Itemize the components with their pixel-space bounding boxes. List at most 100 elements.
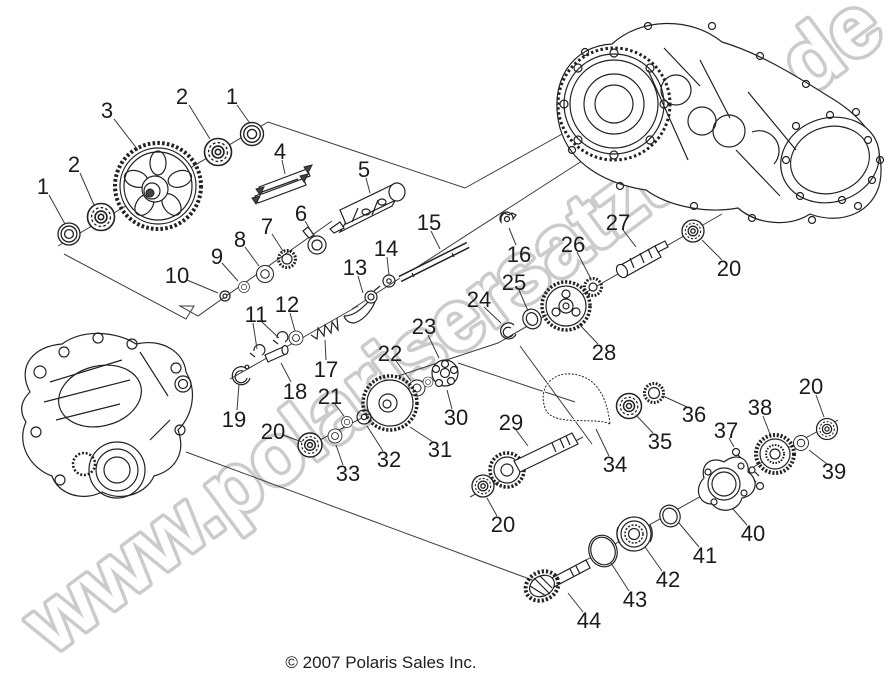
callout-label-32: 32 (377, 447, 401, 472)
leader-line-39 (808, 449, 828, 465)
callout-label-28: 28 (592, 340, 616, 365)
leader-line-18 (280, 362, 292, 383)
leader-line-43 (610, 562, 630, 592)
gearcase-cover-drawing (556, 21, 885, 225)
cover-edge-bolts (567, 21, 885, 225)
leader-line-6 (304, 220, 315, 237)
washer-33 (327, 428, 343, 444)
leader-line-23 (427, 334, 440, 359)
leader-line-11 (252, 322, 258, 350)
spring-17 (310, 317, 339, 341)
callout-label-11: 11 (245, 302, 268, 327)
callout-label-13: 13 (343, 255, 367, 280)
seal-1-left (57, 222, 81, 246)
leader-line-26 (576, 251, 592, 280)
leader-line-34 (595, 428, 610, 457)
callout-label-30: 30 (444, 405, 468, 430)
callout-label-2: 2 (176, 84, 188, 109)
axis-spider-to-chain (457, 362, 576, 403)
callout-label-20: 20 (717, 256, 741, 281)
leader-line-22 (395, 360, 412, 382)
leader-line-11 (261, 321, 280, 339)
leader-line-12 (289, 312, 296, 332)
axis-chain-to-shaft (519, 345, 593, 445)
leader-line-35 (635, 414, 654, 434)
callout-label-12: 12 (275, 292, 299, 317)
leader-line-24 (483, 306, 502, 324)
callout-label-4: 4 (274, 139, 286, 164)
leader-line-17 (324, 339, 327, 361)
leader-line-33 (335, 444, 344, 466)
screws-37 (731, 447, 765, 491)
callout-label-41: 41 (693, 543, 717, 568)
washer-12 (288, 330, 304, 346)
gear-31 (361, 374, 419, 432)
callout-label-39: 39 (822, 459, 846, 484)
callout-label-35: 35 (648, 429, 672, 454)
leader-line-8 (244, 246, 260, 267)
axis-shift-rail (63, 220, 333, 320)
callout-label-3: 3 (101, 98, 113, 123)
leader-line-1 (48, 194, 66, 225)
shift-fork-13 (343, 285, 381, 324)
leader-line-20 (815, 394, 825, 418)
leader-line-20 (486, 497, 498, 517)
shift-shaft-15 (398, 241, 470, 283)
detent-plunger-18 (264, 344, 289, 363)
leader-line-37 (728, 437, 735, 448)
bearing-20-top-right (681, 219, 705, 243)
callout-label-27: 27 (606, 210, 630, 235)
leader-line-32 (366, 425, 384, 452)
callout-label-1: 1 (226, 84, 238, 109)
callout-label-5: 5 (358, 157, 370, 182)
bearing-2-top (203, 137, 233, 167)
callout-label-20: 20 (491, 512, 515, 537)
callout-label-17: 17 (314, 357, 338, 382)
leader-line-15 (430, 230, 441, 250)
shift-rail-bracket-4 (251, 164, 313, 205)
callout-label-19: 19 (222, 407, 246, 432)
callout-label-23: 23 (412, 314, 436, 339)
callout-label-2: 2 (68, 152, 80, 177)
o-ring-43 (588, 534, 618, 568)
leader-line-38 (762, 415, 771, 435)
callout-label-26: 26 (561, 232, 585, 257)
callout-label-14: 14 (374, 236, 398, 261)
leader-line-20 (282, 434, 303, 443)
washer-10 (219, 290, 231, 302)
leader-line-2 (79, 172, 95, 206)
parts (57, 121, 839, 603)
callout-label-10: 10 (165, 263, 189, 288)
bearing-2-left (86, 202, 116, 232)
callout-label-31: 31 (428, 437, 452, 462)
ring-9 (238, 281, 250, 293)
leader-line-10 (186, 279, 219, 294)
leader-line-7 (271, 233, 284, 252)
leader-line-25 (518, 289, 529, 312)
cover-oval-bolts (781, 110, 877, 205)
shaft-27 (615, 240, 669, 279)
leader-line-21 (334, 403, 345, 417)
clip-16 (499, 211, 517, 225)
gear-28 (540, 280, 592, 332)
callout-label-33: 33 (336, 461, 360, 486)
ring-23-aux (422, 376, 434, 388)
gearcase-housing-drawing (21, 332, 193, 499)
circlip-19 (231, 364, 251, 386)
leader-line-4 (281, 159, 286, 175)
spider-hub-23-30 (431, 359, 459, 388)
drive-chain-34 (542, 372, 612, 427)
callout-label-38: 38 (748, 395, 772, 420)
ring-21 (341, 416, 353, 428)
callout-label-34: 34 (603, 452, 627, 477)
gear-38 (754, 433, 796, 475)
callout-label-42: 42 (656, 567, 680, 592)
leader-line-20 (701, 239, 723, 261)
callout-label-37: 37 (714, 418, 738, 443)
callout-label-44: 44 (577, 608, 601, 633)
callout-label-43: 43 (623, 587, 647, 612)
leader-line-3 (113, 118, 139, 151)
gear-26 (583, 277, 603, 297)
callout-label-18: 18 (283, 379, 307, 404)
bevel-pinion-44 (523, 559, 591, 603)
